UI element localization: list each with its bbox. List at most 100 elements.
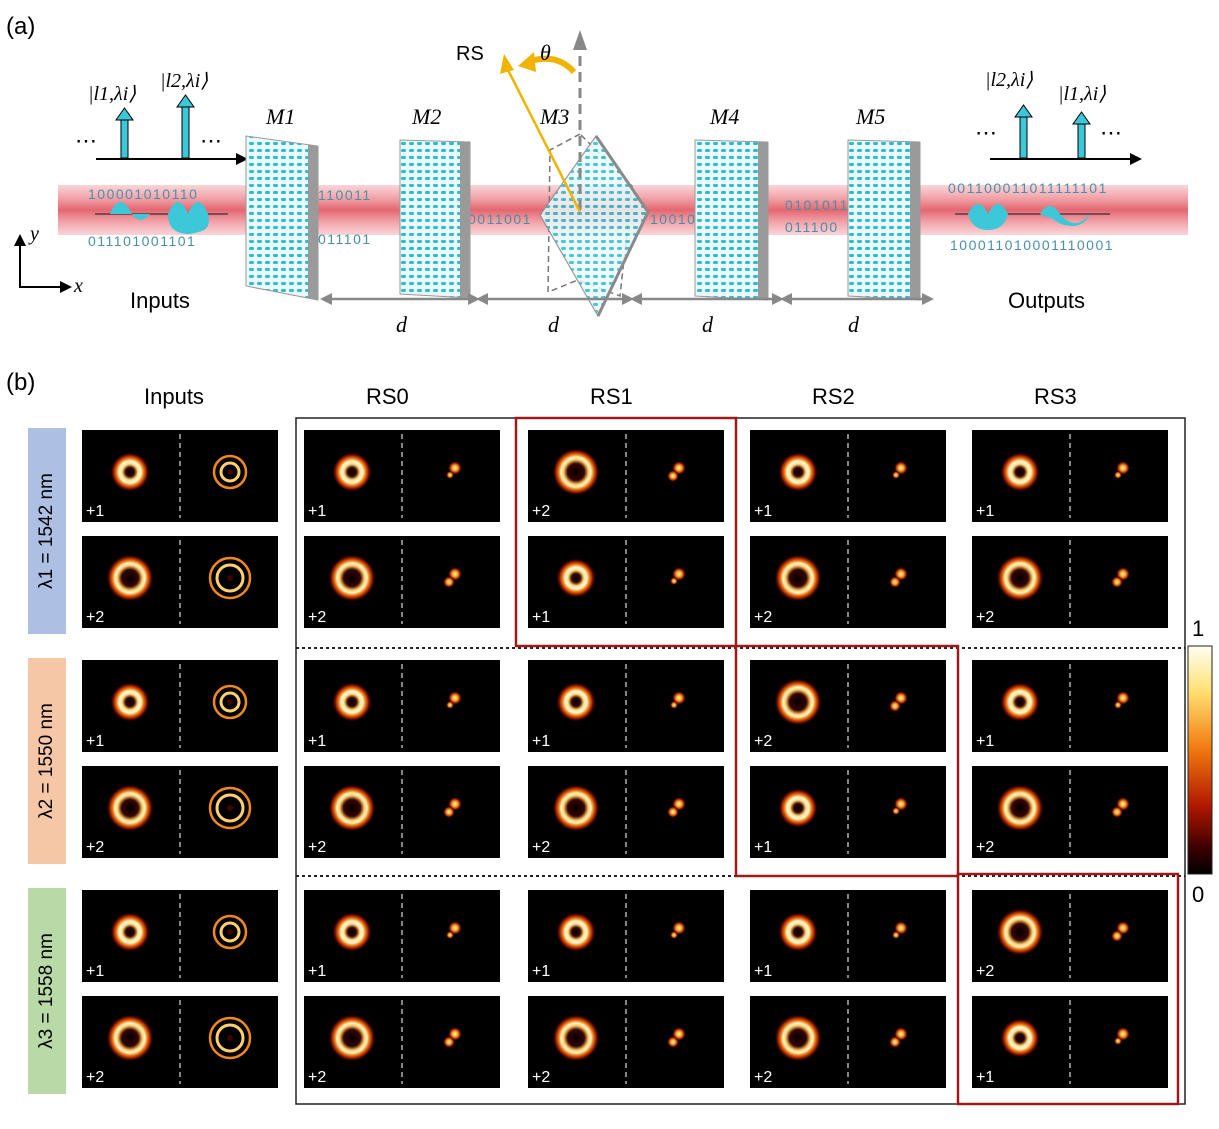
binary-output-top: 001100011011111101 [948,180,1108,196]
mode-label: +1 [308,963,326,980]
mode-label: +2 [86,1069,104,1086]
intensity-ring [996,784,1044,832]
intensity-ring [556,682,596,722]
dots-out-left: ⋯ [975,120,997,145]
colorbar-min: 0 [1192,882,1204,907]
intensity-ring [552,784,600,832]
phase-spiral-inner [215,563,245,593]
interference-spot [1114,701,1122,709]
distance-label-4: d [848,312,860,337]
col-header-rs0: RS0 [366,384,409,409]
input-cell-r1-2: +2 [82,536,278,628]
label-m1: M1 [265,104,295,129]
wavelength-label-2: λ2 = 1550 nm [28,658,66,864]
result-cell-r1-c2-1: +1 [750,430,946,522]
result-cell-r2-c3-1: +1 [972,660,1168,752]
intensity-ring [774,678,822,726]
result-cell-r1-c3-2: +2 [972,536,1168,628]
result-cell-r2-c2-1: +2 [750,660,946,752]
binary-mid-2: 011101 [318,231,372,247]
distance-label-1: d [396,312,408,337]
wavelength-text: λ1 = 1542 nm [36,473,57,589]
phase-spiral-inner [215,793,245,823]
binary-input-bottom: 011101001101 [88,233,196,249]
interference-spot [1114,471,1122,479]
input-kets: |l1,λi⟩ |l2,λi⟩ ⋯ ⋯ [75,70,248,165]
theta-label: θ [540,40,551,65]
mode-label: +1 [86,733,104,750]
rs-label: RS [456,43,484,65]
intensity-ring [110,912,150,952]
mode-label: +1 [976,733,994,750]
inputs-label: Inputs [130,288,190,313]
interference-spot [889,700,901,712]
interference-spot [667,1036,679,1048]
mode-label: +1 [308,503,326,520]
mode-label: +2 [308,839,326,856]
axis-x-label: x [73,275,83,297]
dots-in-left: ⋯ [75,128,97,153]
mode-label: +2 [86,839,104,856]
interference-spot [892,931,900,939]
metasurface-m3 [539,133,650,318]
binary-output-bottom: 100011010001110001 [950,237,1114,253]
wavelength-text: λ2 = 1550 nm [36,703,57,819]
intensity-ring [106,554,154,602]
interference-spot [446,701,454,709]
col-header-inputs: Inputs [144,384,204,409]
output-kets: |l2,λi⟩ |l1,λi⟩ ⋯ ⋯ [975,69,1142,165]
interference-spot [1114,1037,1122,1045]
interference-spot [667,806,679,818]
result-cell-r1-c0-1: +1 [304,430,500,522]
result-cell-r2-c3-2: +2 [972,766,1168,858]
ket-input-1: |l1,λi⟩ [88,83,136,105]
interference-spot [670,701,678,709]
phase-core [227,805,233,811]
result-cell-r1-c3-1: +1 [972,430,1168,522]
mode-label: +2 [754,733,772,750]
result-cell-r3-c1-1: +1 [528,890,724,982]
col-header-rs3: RS3 [1034,384,1077,409]
mode-label: +2 [754,609,772,626]
input-cell-r2-1: +1 [82,660,278,752]
coordinate-axes: y x [14,223,83,297]
result-cell-r3-c1-2: +2 [528,996,724,1088]
mode-label: +1 [976,1069,994,1086]
label-m3: M3 [539,104,569,129]
highlight-boxes [514,416,1180,1106]
phase-spiral [208,556,252,600]
phase-spiral [208,1016,252,1060]
phase-spiral [212,684,248,720]
intensity-ring [1000,682,1040,722]
phase-spiral-inner [219,461,241,483]
interference-spot [892,471,900,479]
input-cell-r1-1: +1 [82,430,278,522]
mode-label: +1 [976,503,994,520]
interference-spot [670,931,678,939]
wavelength-label-3: λ3 = 1558 nm [28,888,66,1094]
intensity-grid: +1 +2 +1 +2 +2 +1 +1 +2 +1 +2 +1 +2 +1 +2 +1 +2 +2 +1 +1 +2… [82,430,1168,1088]
interference-spot [667,470,679,482]
mode-label: +1 [532,963,550,980]
wavelength-labels: λ1 = 1542 nm λ2 = 1550 nm λ3 = 1558 nm [28,428,66,1094]
input-cell-r2-2: +2 [82,766,278,858]
result-cell-r3-c0-1: +1 [304,890,500,982]
interference-spot [889,1036,901,1048]
mode-label: +2 [754,1069,772,1086]
metasurface-m4 [694,139,769,301]
label-m4: M4 [709,104,739,129]
rotation-indicator: RS θ [456,30,587,213]
highlight-box-3 [956,872,1180,1106]
interference-spot [443,576,455,588]
intensity-ring [328,1014,376,1062]
phase-core [227,469,233,475]
mode-label: +1 [532,733,550,750]
mode-label: +1 [86,503,104,520]
distance-arrows [320,293,934,305]
result-cell-r3-c3-2: +1 [972,996,1168,1088]
result-cell-r3-c2-1: +1 [750,890,946,982]
interference-spot [1111,930,1123,942]
highlight-box-1 [514,416,738,648]
interference-spot [670,577,678,585]
metasurface-m2 [399,139,471,299]
